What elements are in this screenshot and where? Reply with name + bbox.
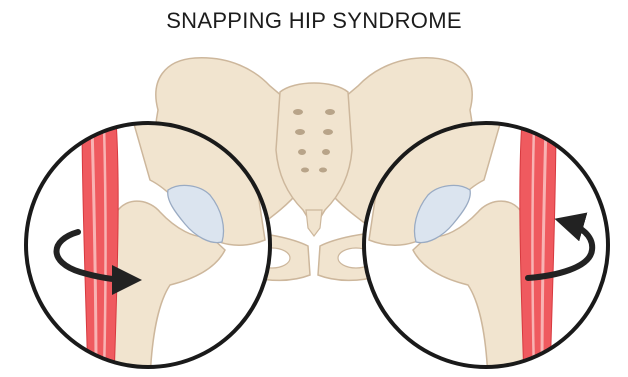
- left-iliopsoas-muscle: [82, 120, 118, 377]
- sacrum: [276, 83, 352, 228]
- right-iliopsoas-muscle: [520, 120, 556, 377]
- coccyx: [306, 210, 322, 236]
